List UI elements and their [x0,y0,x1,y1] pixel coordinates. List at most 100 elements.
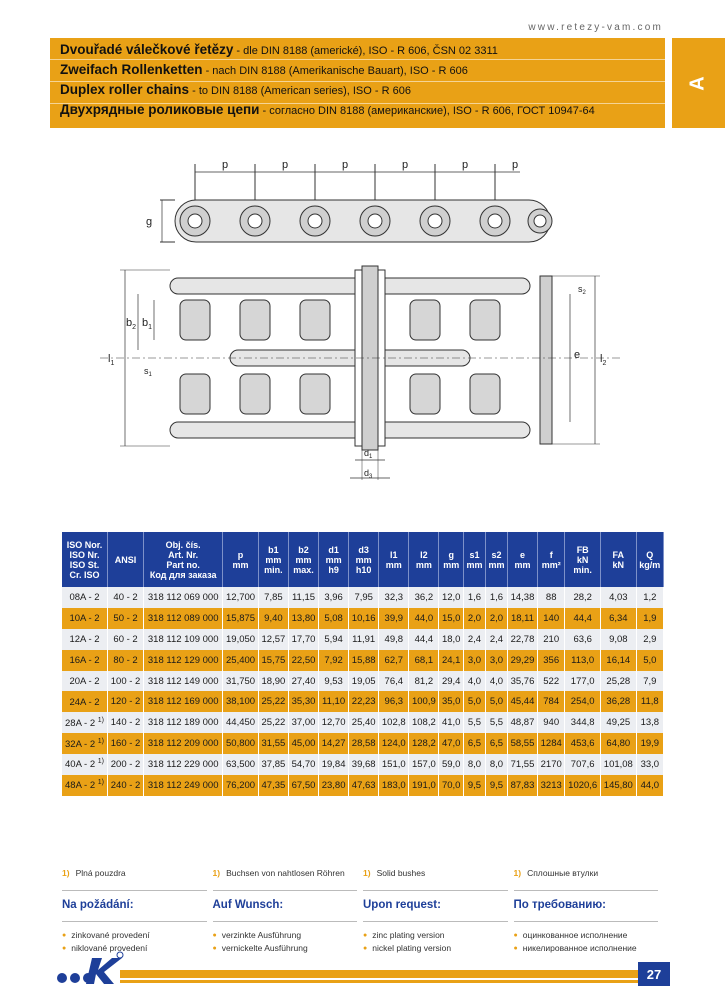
table-cell: 10,16 [348,607,380,629]
footer-bar [120,970,650,978]
list-item: vernickelte Ausführung [213,943,358,956]
table-cell: 36,28 [600,691,637,713]
table-cell: 240 - 2 [107,775,145,796]
page-number: 27 [638,962,670,986]
table-cell: 40 - 2 [107,587,145,608]
table-cell: 11,15 [288,587,320,608]
cell-iso: 32A - 2 1) [62,733,108,755]
table-cell: 318 112 189 000 [143,712,224,734]
table-cell: 11,10 [318,691,350,713]
cell-iso: 40A - 2 1) [62,754,108,776]
label-p-6: p [512,159,518,171]
table-cell: 151,0 [378,754,410,776]
cell-iso: 16A - 2 [62,649,108,671]
table-cell: 318 112 229 000 [143,754,224,776]
table-cell: 19,05 [348,670,380,692]
table-cell: 2,4 [485,628,508,650]
table-cell: 28,2 [564,587,601,608]
notes-col-ru: 1)Сплошные втулки По требованию: оцинков… [513,868,665,956]
title-line-cz: Dvouřadé válečkové řetězy - dle DIN 8188… [60,42,498,57]
label-p-2: p [282,159,288,171]
table-cell: 120 - 2 [107,691,145,713]
table-cell: 140 - 2 [107,712,145,734]
label-p-1: p [222,159,228,171]
website-url[interactable]: www.retezy-vam.com [528,22,663,33]
table-cell: 33,0 [636,754,665,776]
table-cell: 31,750 [222,670,259,692]
table-cell: 22,78 [507,628,539,650]
table-cell: 32,3 [378,587,410,608]
table-cell: 124,0 [378,733,410,755]
table-cell: 96,3 [378,691,410,713]
table-cell: 2170 [537,754,566,776]
table-cell: 37,00 [288,712,320,734]
table-cell: 14,27 [318,733,350,755]
company-logo-icon [57,951,124,984]
table-cell: 16,14 [600,649,637,671]
table-cell: 7,92 [318,649,350,671]
table-cell: 54,70 [288,754,320,776]
table-cell: 318 112 149 000 [143,670,224,692]
label-p-5: p [462,159,468,171]
table-cell: 356 [537,649,566,671]
label-l2: l2 [600,353,606,367]
table-cell: 157,0 [408,754,440,776]
table-cell: 3,96 [318,587,350,608]
table-cell: 3,0 [485,649,508,671]
table-cell: 76,200 [222,775,259,796]
table-cell: 18,90 [258,670,289,692]
table-cell: 318 112 249 000 [143,775,224,796]
table-cell: 11,8 [636,691,665,713]
table-cell: 22,23 [348,691,380,713]
table-cell: 45,00 [288,733,320,755]
title-line-de: Zweifach Rollenketten - nach DIN 8188 (A… [60,62,468,77]
table-cell: 47,0 [438,733,464,755]
table-cell: 19,050 [222,628,259,650]
table-cell: 11,91 [348,628,380,650]
table-cell: 19,84 [318,754,350,776]
section-tab[interactable]: A [672,38,725,128]
label-l1: l1 [108,353,114,367]
table-cell: 1,6 [463,587,486,608]
cell-iso: 12A - 2 [62,628,108,650]
table-cell: 48,87 [507,712,539,734]
table-cell: 8,0 [485,754,508,776]
label-d1: d1 [364,448,373,460]
table-cell: 2,0 [463,607,486,629]
table-cell: 12,0 [438,587,464,608]
table-cell: 68,1 [408,649,440,671]
table-cell: 35,0 [438,691,464,713]
table-cell: 254,0 [564,691,601,713]
table-cell: 9,08 [600,628,637,650]
table-cell: 9,5 [463,775,486,796]
table-cell: 15,0 [438,607,464,629]
cell-iso: 24A - 2 [62,691,108,713]
table-cell: 67,50 [288,775,320,796]
notes-col-de: 1)Buchsen von nahtlosen Röhren Auf Wunsc… [212,868,364,956]
table-cell: 80 - 2 [107,649,145,671]
table-cell: 36,2 [408,587,440,608]
label-b1: b1 [142,317,152,331]
table-cell: 2,9 [636,628,665,650]
table-cell: 49,8 [378,628,410,650]
table-cell: 522 [537,670,566,692]
table-cell: 62,7 [378,649,410,671]
table-cell: 14,38 [507,587,539,608]
table-cell: 183,0 [378,775,410,796]
table-cell: 25,400 [222,649,259,671]
footnote: 1)Solid bushes [363,868,426,878]
label-p-3: p [342,159,348,171]
table-cell: 128,2 [408,733,440,755]
